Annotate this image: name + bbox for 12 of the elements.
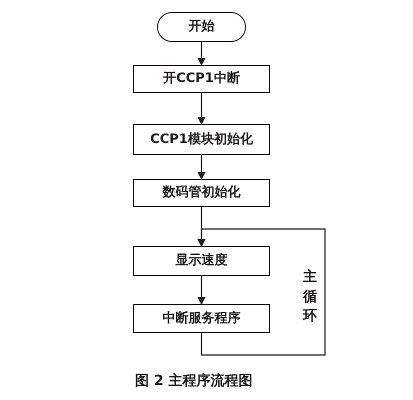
arrow — [198, 276, 206, 305]
terminal-box: 开始 — [157, 12, 246, 42]
process-box: 中断服务程序 — [133, 304, 270, 333]
arrow — [198, 42, 206, 66]
process-box: CCP1模块初始化 — [133, 124, 270, 155]
arrow — [198, 228, 326, 356]
process-box: 显示速度 — [133, 246, 270, 276]
process-box: 开CCP1中断 — [133, 65, 270, 93]
caption: 图 2 主程序流程图 — [135, 372, 252, 391]
arrow — [198, 155, 206, 180]
process-box: 数码管初始化 — [133, 179, 270, 207]
arrow — [198, 93, 206, 125]
